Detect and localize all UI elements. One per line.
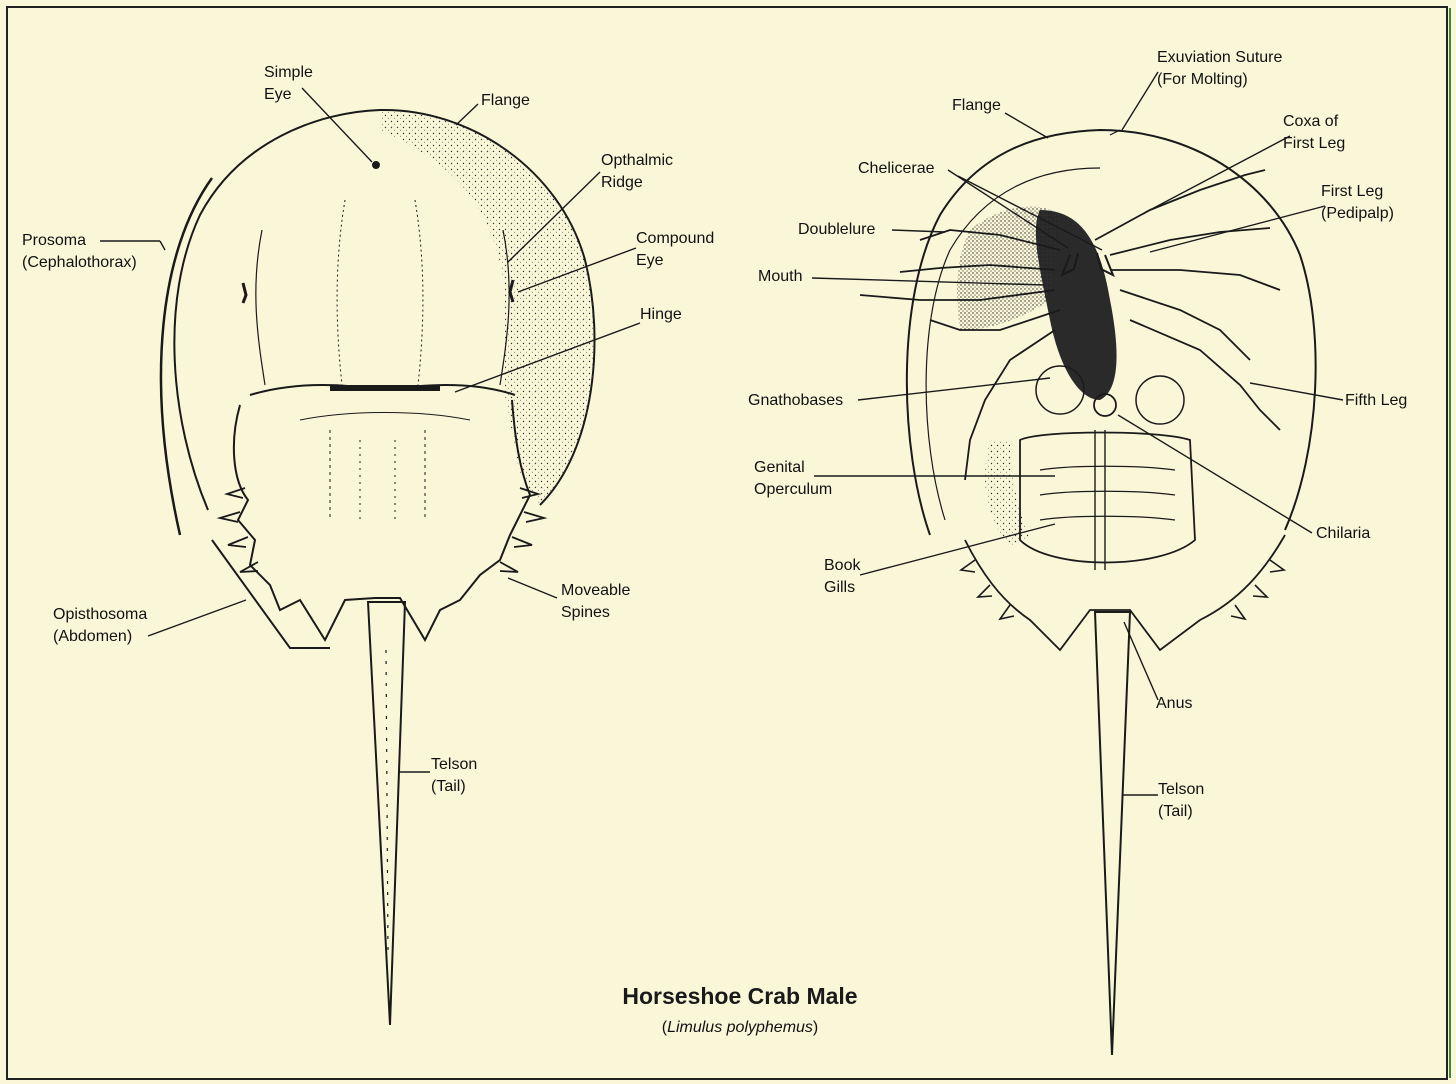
ventral-operculum: [1020, 433, 1195, 563]
label-fifth-leg: Fifth Leg: [1345, 390, 1407, 412]
ventral-chilaria: [1094, 394, 1116, 416]
label-opthalmic-ridge: Opthalmic Ridge: [601, 150, 673, 194]
dorsal-compound-eye-left: [243, 283, 246, 303]
label-doublelure: Doublelure: [798, 219, 875, 241]
label-mouth: Mouth: [758, 266, 802, 288]
label-chilaria: Chilaria: [1316, 523, 1370, 545]
label-genital-operculum: Genital Operculum: [754, 457, 832, 501]
dorsal-abdomen: [234, 400, 530, 640]
label-hinge: Hinge: [640, 304, 682, 326]
dorsal-flange-arc: [161, 178, 212, 535]
label-flange-ventral: Flange: [952, 95, 1001, 117]
label-prosoma: Prosoma (Cephalothorax): [22, 230, 137, 274]
dorsal-midline: [337, 200, 345, 385]
ventral-view: [860, 130, 1316, 1055]
label-telson-dorsal: Telson (Tail): [431, 754, 477, 798]
label-exuviation-suture: Exuviation Suture (For Molting): [1157, 47, 1282, 91]
label-moveable-spines: Moveable Spines: [561, 580, 630, 624]
dorsal-opisthosoma-bracket: [212, 540, 330, 648]
label-flange-dorsal: Flange: [481, 90, 530, 112]
label-simple-eye: Simple Eye: [264, 62, 313, 106]
dorsal-shading: [380, 112, 595, 505]
dorsal-moveable-spines: [220, 488, 544, 572]
label-compound-eye: Compound Eye: [636, 228, 714, 272]
label-opisthosoma: Opisthosoma (Abdomen): [53, 604, 147, 648]
diagram-subtitle: (Limulus polyphemus): [500, 1019, 980, 1037]
dorsal-simple-eye: [373, 162, 379, 168]
species-name: Limulus polyphemus: [667, 1019, 813, 1036]
dorsal-view: [161, 110, 594, 1025]
ventral-telson: [1095, 612, 1130, 1055]
ventral-stipple: [957, 207, 1060, 330]
label-coxa-first-leg: Coxa of First Leg: [1283, 111, 1345, 155]
ventral-abdomen: [965, 535, 1285, 650]
dorsal-telson: [368, 602, 405, 1025]
label-anus: Anus: [1156, 693, 1192, 715]
label-chelicerae: Chelicerae: [858, 158, 934, 180]
label-book-gills: Book Gills: [824, 555, 860, 599]
label-gnathobases: Gnathobases: [748, 390, 843, 412]
label-first-leg: First Leg (Pedipalp): [1321, 181, 1394, 225]
diagram-title: Horseshoe Crab Male: [500, 983, 980, 1010]
label-telson-ventral: Telson (Tail): [1158, 779, 1204, 823]
